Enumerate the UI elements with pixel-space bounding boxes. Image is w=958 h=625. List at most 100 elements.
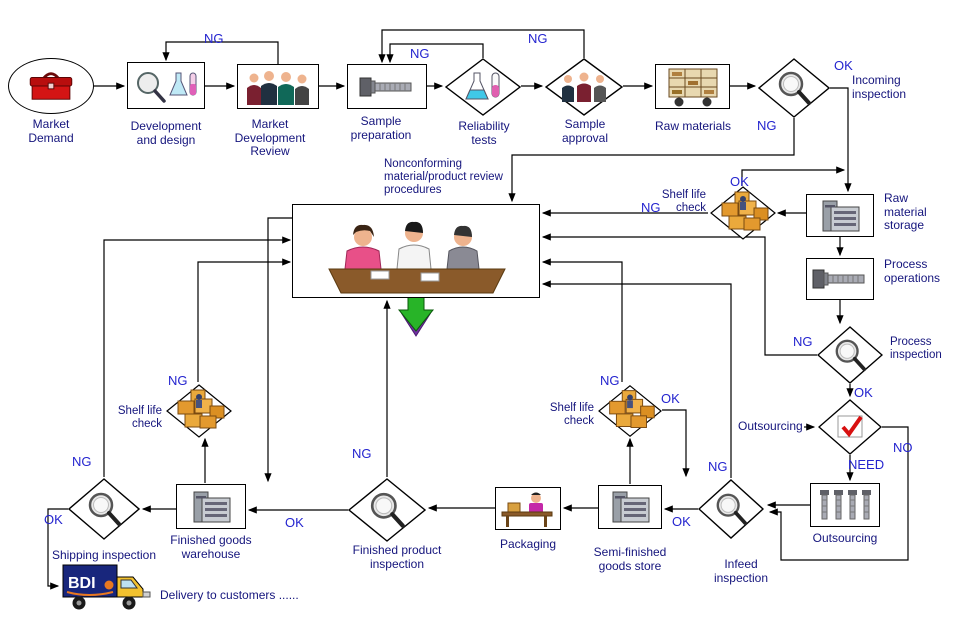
- shipping-inspection-label: Shipping inspection: [51, 548, 157, 562]
- process-operations-node: [806, 258, 874, 300]
- incoming-inspection-label: Incoming inspection: [852, 73, 907, 101]
- raw-materials-node: [655, 64, 730, 109]
- market-review-label: Market Development Review: [234, 117, 306, 159]
- scrap-arrow: [397, 295, 435, 337]
- packages-icon: [598, 385, 662, 437]
- shelf-life-check-left-label: Shelf life check: [117, 405, 162, 430]
- market-demand-node: [8, 58, 94, 114]
- process-inspection-node: [817, 326, 883, 384]
- shipping-inspection-node: [68, 478, 140, 540]
- delivery-label: Delivery to customers ......: [160, 588, 299, 602]
- status-incoming-ng: NG: [757, 118, 777, 133]
- process-operations-label: Process operations: [884, 257, 941, 285]
- magnifier-icon: [716, 493, 748, 526]
- status-reliability-to-prep: NG: [410, 46, 430, 61]
- shelf-life-check-left-node: [166, 383, 232, 439]
- shelf-life-check-right-label: Shelf life check: [549, 402, 594, 427]
- toolbox-icon: [29, 72, 73, 100]
- flasks-icon: [465, 72, 500, 100]
- reliability-tests-node: [445, 58, 521, 116]
- flow-arrows: [47, 29, 909, 590]
- process-inspection-label: Process inspection: [890, 336, 942, 361]
- development-design-node: [127, 62, 205, 109]
- arrow: [162, 41, 279, 64]
- arrow: [541, 280, 732, 478]
- people-group-icon: [562, 72, 606, 102]
- status-approval-to-prep: NG: [528, 31, 548, 46]
- finished-product-inspection-node: [348, 478, 426, 542]
- semi-finished-goods-store-node: [598, 485, 662, 529]
- packages-icon: [166, 384, 232, 438]
- arrow: [378, 29, 585, 64]
- status-review-to-design: NG: [204, 31, 224, 46]
- building-icon: [612, 491, 650, 523]
- status-shelf-top-ng: NG: [641, 200, 661, 215]
- magnifier-icon: [835, 339, 867, 372]
- status-shelf-top-ok: OK: [730, 174, 749, 189]
- truck-logo-text: BDI: [68, 575, 96, 592]
- sample-preparation-label: Sample preparation: [350, 114, 412, 142]
- arrow: [386, 43, 484, 64]
- arrow: [103, 236, 292, 477]
- status-fpi-ng: NG: [352, 446, 372, 461]
- sample-preparation-node: [347, 64, 427, 109]
- building-icon: [193, 491, 231, 522]
- nonconforming-review-label: Nonconforming material/product review pr…: [384, 158, 503, 196]
- outsourcing-node: [810, 483, 880, 527]
- status-process-ok: OK: [854, 385, 873, 400]
- delivery-truck-node: BDI: [60, 560, 156, 614]
- outsourcing-decision-node: [818, 399, 882, 455]
- raw-material-storage-label: Raw material storage: [884, 191, 927, 233]
- status-shelf-right-ok: OK: [661, 391, 680, 406]
- magnifier-icon: [778, 71, 811, 105]
- status-infeed-ng: NG: [708, 459, 728, 474]
- reliability-tests-label: Reliability tests: [458, 119, 510, 147]
- status-shipping-ng: NG: [72, 454, 92, 469]
- red-check-icon: [837, 415, 863, 438]
- status-fpi-ok: OK: [285, 515, 304, 530]
- packages-icon: [710, 186, 776, 240]
- arrow: [541, 258, 623, 382]
- shelf-life-check-right-node: [598, 383, 662, 439]
- status-infeed-ok: OK: [672, 514, 691, 529]
- development-design-label: Development and design: [130, 119, 202, 147]
- magnifier-flask-icon: [137, 71, 197, 103]
- status-outsourcing-need: NEED: [848, 457, 885, 472]
- building-icon: [822, 200, 860, 231]
- semi-finished-goods-store-label: Semi-finished goods store: [593, 545, 667, 573]
- shelf-life-check-top-node: [710, 186, 776, 240]
- finished-goods-warehouse-node: [176, 484, 246, 529]
- nonconforming-review-node: [292, 204, 540, 298]
- status-process-ng: NG: [793, 334, 813, 349]
- status-shelf-left-ng: NG: [168, 373, 188, 388]
- meeting-people-icon: [328, 221, 506, 294]
- packaging-node: [495, 487, 561, 530]
- raw-material-storage-node: [806, 194, 874, 237]
- magnifier-icon: [370, 492, 405, 528]
- magnifier-icon: [88, 492, 121, 526]
- bolt-icon: [812, 269, 865, 289]
- status-shipping-ok: OK: [44, 512, 63, 527]
- finished-product-inspection-label: Finished product inspection: [352, 543, 442, 571]
- outsourcing-decision-label: Outsourcing: [738, 419, 803, 433]
- shelf-life-check-top-label: Shelf life check: [661, 189, 706, 214]
- arrow: [264, 217, 292, 483]
- arrow: [830, 87, 852, 193]
- status-incoming-ok: OK: [834, 58, 853, 73]
- arrow: [662, 409, 690, 478]
- finished-goods-warehouse-label: Finished goods warehouse: [170, 533, 252, 561]
- arrow: [197, 258, 292, 382]
- bolt-icon: [359, 77, 412, 96]
- arrow: [508, 118, 795, 203]
- delivery-truck-icon: BDI: [62, 564, 151, 610]
- status-outsourcing-no: NO: [893, 440, 913, 455]
- infeed-inspection-label: Infeed inspection: [713, 557, 769, 585]
- market-demand-label: Market Demand: [28, 117, 74, 145]
- raw-materials-label: Raw materials: [654, 119, 732, 133]
- sample-approval-node: [545, 58, 623, 116]
- packaging-label: Packaging: [499, 537, 557, 551]
- incoming-inspection-node: [758, 58, 830, 118]
- arrow: [768, 426, 909, 561]
